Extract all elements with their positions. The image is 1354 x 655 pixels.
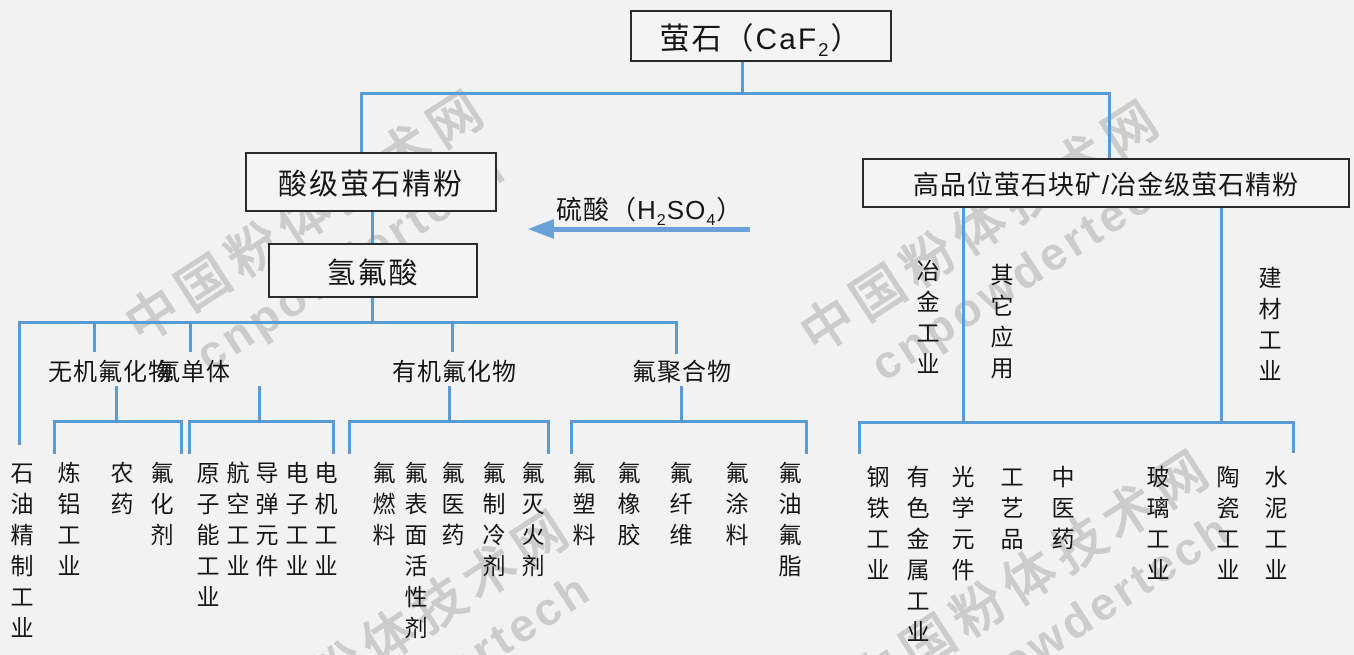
acid-grade-fluorite-box: 酸级萤石精粉: [245, 152, 497, 212]
leaf-fluorosurfactant: 氟表面活性剂: [404, 460, 428, 641]
leaf-steel-industry: 钢铁工业: [866, 464, 890, 583]
connector: [1292, 421, 1295, 453]
connector: [805, 420, 808, 454]
leaf-fluorine-medicine: 氟医药: [441, 460, 465, 548]
leaf-aviation-industry: 航空工业: [226, 460, 250, 579]
connector: [360, 92, 363, 152]
connector: [53, 420, 56, 454]
connector: [348, 420, 351, 454]
connector: [741, 62, 744, 92]
watermark: 中国粉体技术网 cnpowdertech: [833, 426, 1257, 655]
connector: [188, 420, 191, 454]
leaf-fluorocoating: 氟涂料: [725, 460, 749, 548]
connector: [858, 421, 861, 454]
leaf-nonferrous-metal-industry: 有色金属工业: [906, 464, 930, 645]
category-other-applications: 其它应用: [990, 262, 1014, 381]
connector: [1108, 92, 1111, 160]
connector: [680, 386, 683, 422]
leaf-fluorine-fire-extinguishing-agent: 氟灭火剂: [521, 460, 545, 579]
category-fluorine-monomer: 氟单体: [156, 359, 231, 386]
category-metallurgy-industry: 冶金工业: [916, 258, 940, 377]
leaf-electric-machinery-industry: 电机工业: [314, 460, 338, 579]
leaf-handicrafts: 工艺品: [1000, 464, 1024, 552]
connector: [448, 386, 451, 422]
sulfuric-arrow-head: [528, 219, 554, 239]
connector: [189, 321, 192, 352]
category-building-materials-industry: 建材工业: [1258, 265, 1282, 384]
connector: [371, 212, 374, 245]
sulfuric-acid-label: 硫酸（H2SO4）: [556, 195, 744, 230]
connector: [451, 321, 454, 352]
connector: [360, 92, 1110, 95]
leaf-traditional-chinese-medicine: 中医药: [1051, 464, 1075, 552]
sulfuric-arrow: [552, 227, 750, 232]
connector: [18, 321, 21, 445]
leaf-glass-industry: 玻璃工业: [1146, 464, 1170, 583]
leaf-fluorine-oil-grease: 氟油氟脂: [778, 460, 802, 579]
leaf-fluorinating-agent: 氟化剂: [150, 460, 174, 548]
connector: [188, 420, 335, 423]
connector: [570, 420, 808, 423]
category-fluoropolymers: 氟聚合物: [632, 359, 732, 386]
connector: [675, 321, 678, 354]
connector: [858, 421, 1295, 424]
leaf-atomic-energy-industry: 原子能工业: [196, 460, 220, 610]
leaf-fluorine-refrigerant: 氟制冷剂: [482, 460, 506, 579]
connector: [547, 420, 550, 454]
category-inorganic-fluorides: 无机氟化物: [48, 359, 173, 386]
leaf-cement-industry: 水泥工业: [1264, 464, 1288, 583]
category-organic-fluorides: 有机氟化物: [392, 359, 517, 386]
leaf-pesticide: 农药: [110, 460, 134, 517]
connector: [180, 420, 183, 454]
leaf-petroleum-refining-industry: 石油精制工业: [10, 460, 34, 641]
connector: [1220, 208, 1223, 424]
connector: [93, 321, 96, 352]
connector: [115, 386, 118, 422]
leaf-aluminum-smelting-industry: 炼铝工业: [57, 460, 81, 579]
leaf-electronics-industry: 电子工业: [285, 460, 309, 579]
leaf-fluororubber: 氟橡胶: [617, 460, 641, 548]
hydrofluoric-acid-box: 氢氟酸: [268, 243, 478, 298]
fluorite-box: 萤石（CaF2）: [630, 10, 892, 62]
connector: [18, 321, 678, 324]
connector: [570, 420, 573, 454]
fluorite-label: 萤石（CaF2）: [659, 23, 863, 60]
connector: [962, 208, 965, 424]
leaf-missile-components: 导弹元件: [255, 460, 279, 579]
connector: [332, 420, 335, 454]
leaf-fluorine-fuel: 氟燃料: [372, 460, 396, 548]
connector: [371, 298, 374, 323]
connector: [53, 420, 183, 423]
leaf-fluorofiber: 氟纤维: [669, 460, 693, 548]
connector: [348, 420, 550, 423]
leaf-ceramics-industry: 陶瓷工业: [1216, 464, 1240, 583]
connector: [258, 386, 261, 422]
leaf-optical-components: 光学元件: [951, 464, 975, 583]
leaf-fluoroplastics: 氟塑料: [572, 460, 596, 548]
high-grade-fluorite-box: 高品位萤石块矿/冶金级萤石精粉: [862, 158, 1350, 208]
